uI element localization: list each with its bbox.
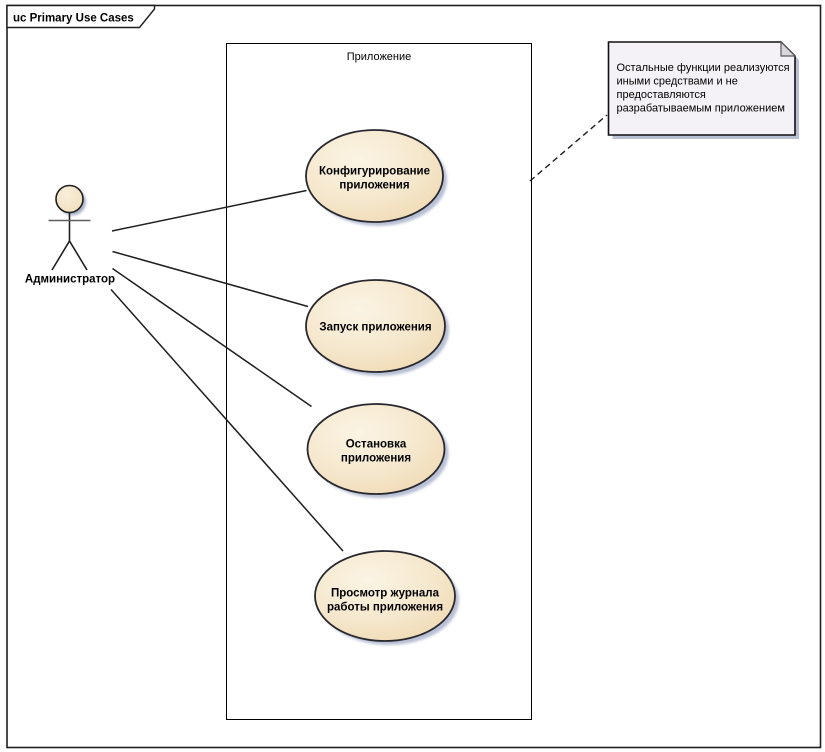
svg-text:работы приложения: работы приложения [327,602,443,614]
svg-text:uc Primary Use Cases: uc Primary Use Cases [13,13,134,25]
svg-text:предоставляются: предоставляются [617,89,706,101]
svg-text:приложения: приложения [339,180,409,192]
svg-text:приложения: приложения [341,453,411,465]
svg-text:иными средствами и не: иными средствами и не [617,76,738,88]
svg-text:Запуск приложения: Запуск приложения [319,322,431,334]
svg-text:Администратор: Администратор [25,274,115,286]
svg-text:Остановка: Остановка [346,439,407,451]
svg-text:Остальные функции реализуются: Остальные функции реализуются [617,62,790,74]
svg-text:Приложение: Приложение [347,51,412,63]
svg-text:Просмотр журнала: Просмотр журнала [331,588,440,600]
svg-text:разрабатываемым приложением: разрабатываемым приложением [617,103,785,115]
svg-text:Конфигурирование: Конфигурирование [319,166,430,178]
